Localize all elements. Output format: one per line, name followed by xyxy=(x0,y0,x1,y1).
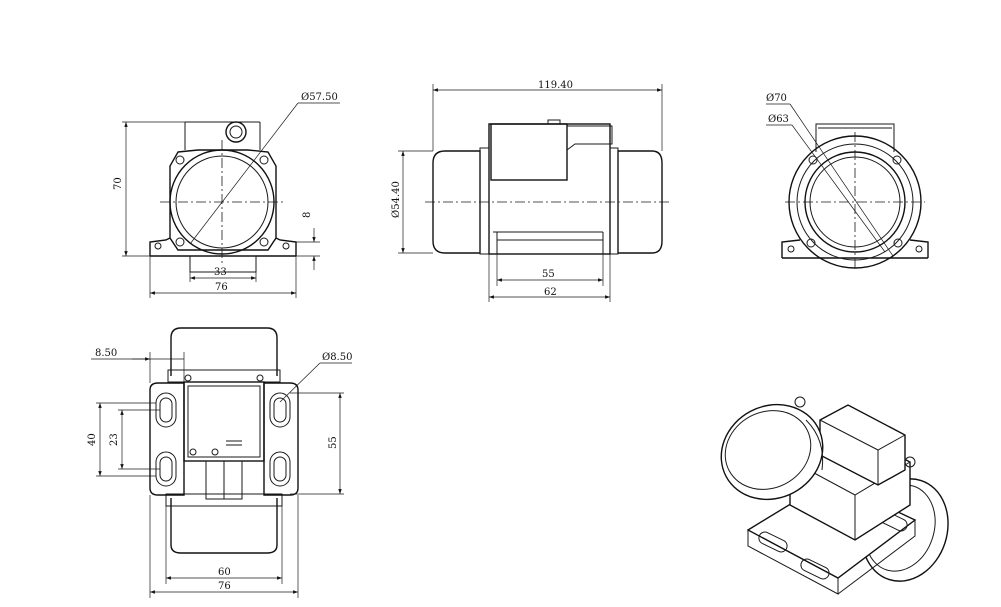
front-width-label: 76 xyxy=(215,282,228,293)
rear-inner-diameter-label: Ø63 xyxy=(768,114,789,125)
front-view: Ø57.50 70 8 33 76 xyxy=(113,92,340,298)
bottom-view: 8.50 Ø8.50 40 23 55 60 76 xyxy=(87,327,352,598)
rear-view: Ø70 Ø63 xyxy=(766,93,929,270)
side-view: 119.40 Ø54.40 55 62 xyxy=(391,80,670,302)
side-diameter-label: Ø54.40 xyxy=(391,181,402,218)
side-base-inner-label: 55 xyxy=(542,269,555,280)
bottom-inner-width-label: 60 xyxy=(218,567,231,578)
bottom-slot-inner-label: 23 xyxy=(109,433,120,446)
bottom-hole-offset-label: 8.50 xyxy=(95,348,117,359)
front-flange-label: 8 xyxy=(302,212,313,218)
front-diameter-label: Ø57.50 xyxy=(301,92,338,103)
front-slot-label: 33 xyxy=(214,267,227,278)
rear-outer-diameter-label: Ø70 xyxy=(766,93,787,104)
bottom-hole-diameter-label: Ø8.50 xyxy=(322,352,352,363)
side-length-label: 119.40 xyxy=(538,80,573,91)
side-base-outer-label: 62 xyxy=(544,287,557,298)
bottom-slot-outer-label: 40 xyxy=(87,433,98,446)
bottom-height-label: 55 xyxy=(328,436,339,449)
bottom-outer-width-label: 76 xyxy=(218,581,231,592)
isometric-view xyxy=(720,396,949,595)
front-height-label: 70 xyxy=(113,177,124,190)
